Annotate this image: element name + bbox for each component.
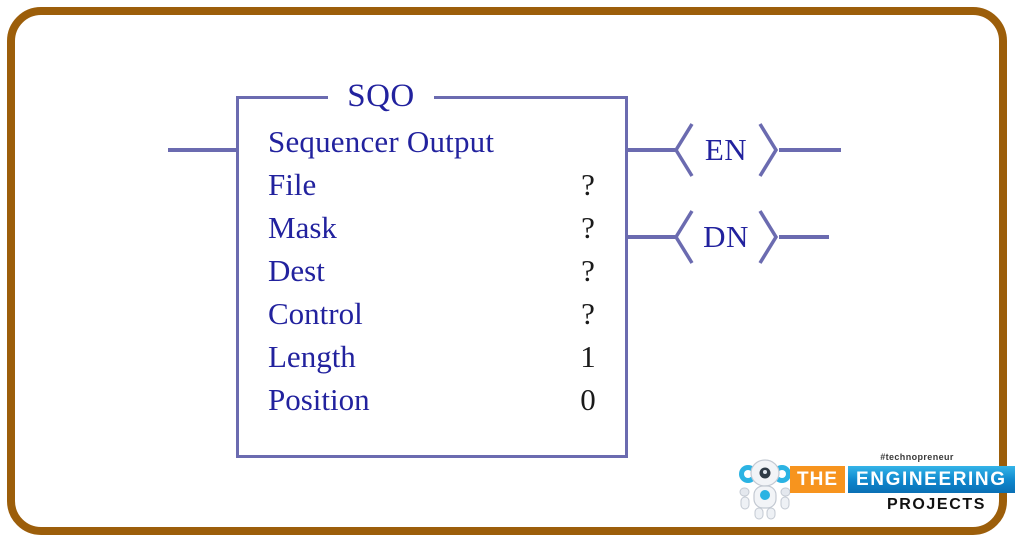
field-label-length: Length: [268, 339, 356, 374]
dn-rail-out: [779, 235, 829, 239]
block-edge-bottom: [236, 455, 628, 458]
field-label-dest: Dest: [268, 253, 325, 288]
logo-tagline: #technopreneur: [880, 452, 954, 462]
instruction-field-list: Sequencer Output File ? Mask ? Dest ? Co…: [268, 120, 608, 421]
outer-rounded-frame: [7, 7, 1007, 535]
logo-wordmark: THE ENGINEERING: [790, 466, 1015, 493]
logo-the: THE: [790, 466, 845, 493]
field-label-file: File: [268, 167, 317, 202]
coil-bracket-icon: [673, 123, 779, 177]
field-row: Mask ?: [268, 206, 608, 249]
field-value-control: ?: [581, 296, 595, 331]
block-edge-top-right: [434, 96, 628, 99]
field-label-position: Position: [268, 382, 370, 417]
sqo-instruction-block: SQO Sequencer Output File ? Mask ? Dest …: [236, 78, 628, 458]
output-coil-dn: DN: [670, 209, 782, 265]
block-edge-top-left: [236, 96, 328, 99]
block-edge-left: [236, 96, 239, 458]
field-row: Dest ?: [268, 249, 608, 292]
field-label-mask: Mask: [268, 210, 337, 245]
brand-logo: #technopreneur THE ENGINEERING PROJECTS: [736, 452, 1015, 524]
field-value-length: 1: [580, 339, 596, 374]
logo-engineering: ENGINEERING: [848, 466, 1015, 493]
field-value-file: ?: [581, 167, 595, 202]
field-row: Position 0: [268, 378, 608, 421]
instruction-subtitle-row: Sequencer Output: [268, 120, 608, 163]
field-label-control: Control: [268, 296, 363, 331]
input-rail: [168, 148, 238, 152]
field-value-position: 0: [580, 382, 596, 417]
field-row: Control ?: [268, 292, 608, 335]
coil-label-en: EN: [704, 132, 748, 167]
en-rail-in: [627, 148, 675, 152]
dn-rail-in: [627, 235, 675, 239]
logo-projects: PROJECTS: [886, 496, 986, 513]
instruction-subtitle: Sequencer Output: [268, 124, 495, 159]
block-edge-right: [625, 96, 628, 458]
instruction-mnemonic: SQO: [347, 78, 415, 114]
robot-mascot-icon: [739, 459, 791, 520]
coil-label-dn: DN: [703, 219, 749, 254]
field-value-dest: ?: [581, 253, 595, 288]
field-row: Length 1: [268, 335, 608, 378]
output-coil-en: EN: [670, 122, 782, 178]
coil-bracket-icon: [673, 210, 779, 264]
en-rail-out: [779, 148, 841, 152]
field-value-mask: ?: [581, 210, 595, 245]
field-row: File ?: [268, 163, 608, 206]
